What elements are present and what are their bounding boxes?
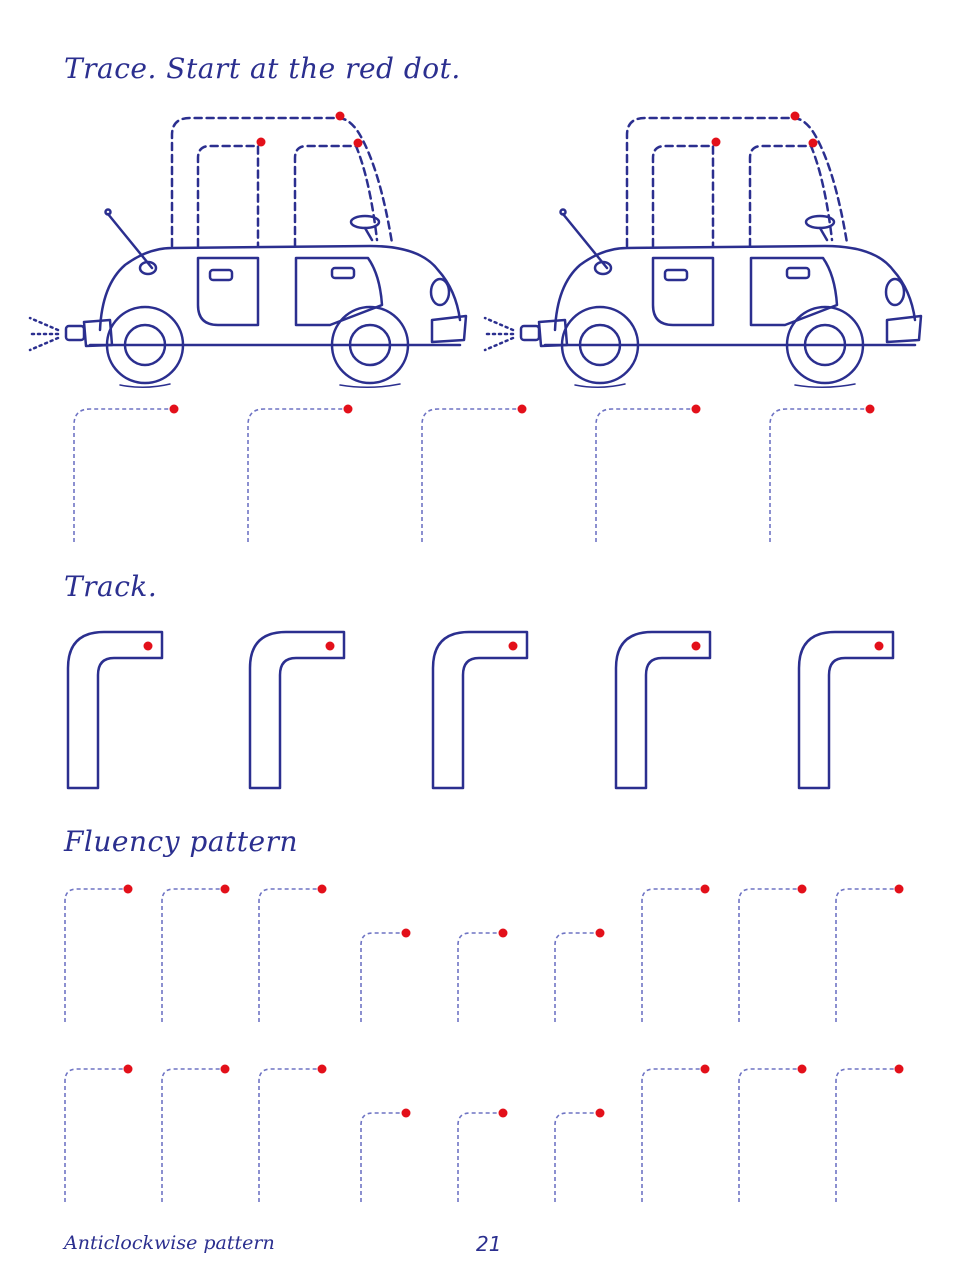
start-dot [343, 404, 353, 414]
start-dot [595, 1108, 605, 1118]
start-dot [691, 641, 701, 651]
start-dot [700, 884, 710, 894]
trace-stroke [73, 408, 169, 542]
start-dot [498, 928, 508, 938]
trace-stroke [247, 408, 343, 542]
trace-stroke [360, 932, 401, 1022]
car-illustration-2 [481, 111, 923, 389]
start-dot [353, 138, 363, 148]
start-dot [325, 641, 335, 651]
start-dot [711, 137, 721, 147]
trace-stroke [64, 1068, 123, 1202]
start-dot [220, 884, 230, 894]
track-instruction: Track. [64, 570, 158, 603]
fluency-instruction: Fluency pattern [64, 825, 299, 858]
trace-stroke [421, 408, 517, 542]
fluency-row [64, 888, 894, 1022]
trace-stroke [769, 408, 865, 542]
track-row [66, 630, 895, 790]
trace-stroke [835, 888, 894, 1022]
start-dot [808, 138, 818, 148]
start-dot [700, 1064, 710, 1074]
start-dot [143, 641, 153, 651]
start-dot [874, 641, 884, 651]
start-dot [894, 884, 904, 894]
start-dots [123, 404, 904, 1118]
trace-stroke [258, 888, 317, 1022]
start-dot [517, 404, 527, 414]
start-dot [595, 928, 605, 938]
start-dot [317, 1064, 327, 1074]
footer-pattern-name: Anticlockwise pattern [64, 1232, 275, 1254]
start-dot [123, 1064, 133, 1074]
track-outline [431, 630, 529, 790]
trace-stroke [554, 932, 595, 1022]
trace-stroke [835, 1068, 894, 1202]
trace-stroke [457, 1112, 498, 1202]
trace-stroke [258, 1068, 317, 1202]
start-dot [797, 884, 807, 894]
trace-stroke [161, 1068, 220, 1202]
trace-instruction: Trace. Start at the red dot. [64, 52, 461, 85]
trace-stroke [641, 1068, 700, 1202]
trace-stroke [161, 888, 220, 1022]
page-number: 21 [476, 1232, 502, 1256]
fluency-row [64, 1068, 894, 1202]
start-dot [401, 928, 411, 938]
start-dot [401, 1108, 411, 1118]
trace-stroke [360, 1112, 401, 1202]
trace-stroke [595, 408, 691, 542]
car-illustration-1 [26, 111, 468, 389]
start-dot [169, 404, 179, 414]
trace-stroke [738, 888, 797, 1022]
start-dot [894, 1064, 904, 1074]
start-dot [123, 884, 133, 894]
start-dot [797, 1064, 807, 1074]
start-dot [256, 137, 266, 147]
trace-stroke [457, 932, 498, 1022]
track-outline [248, 630, 346, 790]
start-dot [498, 1108, 508, 1118]
trace-stroke [554, 1112, 595, 1202]
start-dot [691, 404, 701, 414]
start-dot [335, 111, 345, 121]
start-dot [317, 884, 327, 894]
start-dot [508, 641, 518, 651]
trace-stroke [64, 888, 123, 1022]
track-outline [797, 630, 895, 790]
trace-row [73, 408, 865, 542]
track-outline [66, 630, 164, 790]
start-dot [790, 111, 800, 121]
start-dot [865, 404, 875, 414]
trace-stroke [738, 1068, 797, 1202]
track-outline [614, 630, 712, 790]
trace-stroke [641, 888, 700, 1022]
start-dot [220, 1064, 230, 1074]
